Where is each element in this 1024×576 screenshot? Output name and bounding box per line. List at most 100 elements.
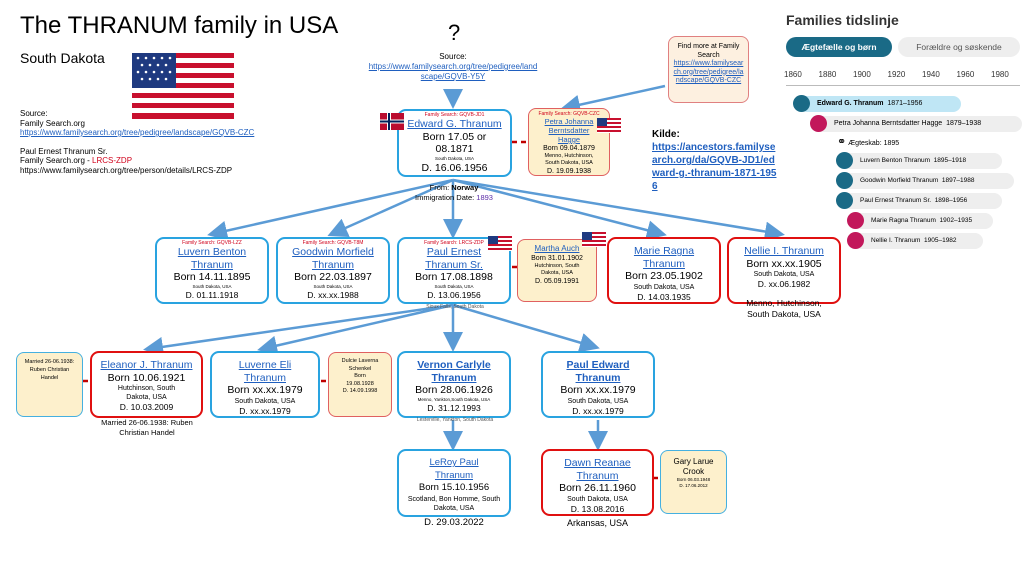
timeline-year-tick: 1920 bbox=[887, 70, 906, 79]
question-mark: ? bbox=[448, 20, 461, 45]
person-card-luvern[interactable]: Family Search: GQVB-LZZ Luvern Benton Th… bbox=[155, 237, 269, 304]
male-avatar-icon bbox=[836, 172, 853, 189]
person-place: South Dakota, USA bbox=[434, 283, 474, 289]
person-died: D. 13.06.1956 bbox=[427, 289, 481, 300]
source-left-fs-code[interactable]: LRCS-ZDP bbox=[92, 156, 133, 165]
timeline-name: Luvern Benton Thranum bbox=[860, 157, 930, 164]
find-more-link[interactable]: https://www.familysearch.org/tree/pedigr… bbox=[673, 60, 744, 84]
person-born: Born 10.06.1921 bbox=[107, 371, 186, 384]
person-place: South Dakota, USA bbox=[753, 271, 815, 278]
source-center: Source: https://www.familysearch.org/tre… bbox=[368, 52, 538, 82]
find-more-box: Find more at Family Search https://www.f… bbox=[668, 36, 749, 103]
person-place: Hutchinson, South Dakota, USA bbox=[117, 385, 176, 401]
timeline-year-tick: 1940 bbox=[922, 70, 940, 79]
person-card-paul-edward[interactable]: Paul Edward Thranum Born xx.xx.1979 Sout… bbox=[541, 351, 655, 418]
source-left-fs: Family Search.org - LRCS-ZDP bbox=[20, 156, 133, 165]
timeline-year-tick: 1960 bbox=[956, 70, 975, 79]
person-died: D. 31.12.1993 bbox=[427, 402, 481, 413]
person-died: D. 10.03.2009 bbox=[119, 402, 174, 412]
timeline-row-edward[interactable]: Edward G. Thranum 1871–1956 bbox=[793, 95, 961, 112]
dawn-death-place: Arkansas, USA bbox=[566, 518, 629, 528]
person-name[interactable]: Luverne Eli Thranum bbox=[238, 359, 292, 384]
person-name[interactable]: Nellie I. Thranum bbox=[744, 245, 824, 257]
person-name[interactable]: Luvern Benton Thranum bbox=[177, 246, 247, 271]
person-born: Born xx.xx.1905 bbox=[746, 257, 822, 270]
timeline-years: 1897–1988 bbox=[941, 177, 975, 184]
person-name[interactable]: Paul Edward Thranum bbox=[566, 359, 630, 384]
timeline-years: 1895–1918 bbox=[933, 157, 967, 164]
timeline-row-child[interactable]: Nellie I. Thranum 1905–1982 bbox=[847, 232, 983, 249]
person-born: Born 19.08.1928 bbox=[346, 373, 374, 387]
timeline-row-child[interactable]: Luvern Benton Thranum 1895–1918 bbox=[836, 152, 1002, 169]
person-name[interactable]: LeRoy Paul Thranum bbox=[429, 457, 479, 481]
married-note-text: Married 26-06.1938: Ruben Christian Hand… bbox=[24, 359, 75, 381]
person-name[interactable]: Marie Ragna Thranum bbox=[633, 245, 695, 270]
person-card-dawn[interactable]: Dawn Reanae Thranum Born 26.11.1960 Sout… bbox=[541, 449, 654, 516]
timeline-years: 1879–1938 bbox=[946, 120, 982, 127]
timeline-row-child[interactable]: Marie Ragna Thranum 1902–1935 bbox=[847, 212, 993, 229]
us-flag-icon bbox=[597, 118, 621, 133]
person-card-vernon[interactable]: Vernon Carlyle Thranum Born 28.06.1926 M… bbox=[397, 351, 511, 418]
person-name[interactable]: Martha Auch bbox=[534, 244, 580, 253]
person-name[interactable]: Eleanor J. Thranum bbox=[100, 359, 193, 371]
source-left-url: https://www.familysearch.org/tree/person… bbox=[20, 165, 233, 175]
kilde-block: Kilde: https://ancestors.familysearch.or… bbox=[652, 128, 780, 193]
person-card-martha[interactable]: Martha Auch Born 31.01.1902 Hutchinson, … bbox=[517, 239, 597, 302]
timeline-name: Edward G. Thranum bbox=[817, 100, 884, 107]
female-avatar-icon bbox=[847, 212, 864, 229]
kilde-link[interactable]: https://ancestors.familysearch.org/da/GQ… bbox=[652, 142, 777, 192]
person-name[interactable]: Vernon Carlyle Thranum bbox=[417, 359, 491, 384]
person-name[interactable]: Dawn Reanae Thranum bbox=[564, 457, 631, 482]
timeline-name: Paul Ernest Thranum Sr. bbox=[860, 197, 932, 204]
person-name[interactable]: Goodwin Morfield Thranum bbox=[292, 246, 374, 271]
person-place: Menno, Hutchinson, South Dakota, USA bbox=[544, 153, 594, 166]
person-born: Born 15.10.1956 bbox=[418, 482, 490, 493]
person-born: Born xx.xx.1979 bbox=[560, 384, 636, 396]
person-card-nellie[interactable]: Nellie I. Thranum Born xx.xx.1905 South … bbox=[727, 237, 841, 304]
us-flag-icon bbox=[488, 236, 512, 251]
person-place: South Dakota, USA bbox=[192, 283, 232, 289]
timeline-row-child[interactable]: Paul Ernest Thranum Sr. 1898–1956 bbox=[836, 192, 1002, 209]
spouse-note-ruben: Married 26-06.1938: Ruben Christian Hand… bbox=[16, 352, 83, 417]
person-card-dulcie[interactable]: Dulcie Laverna Schenkel Born 19.08.1928 … bbox=[328, 352, 392, 417]
person-died: D. xx.xx.1979 bbox=[572, 405, 624, 416]
timeline-year-tick: 1860 bbox=[784, 70, 802, 79]
fs-id[interactable]: Family Search: LRCS-ZDP bbox=[424, 240, 484, 246]
fs-id[interactable]: Family Search: GQVB-CZC bbox=[538, 111, 600, 117]
person-place: South Dakota, USA bbox=[434, 155, 475, 161]
person-died: D. 16.06.1956 bbox=[421, 161, 488, 174]
person-card-edward[interactable]: Family Search: GQVB-JD1 Edward G. Thranu… bbox=[397, 109, 512, 177]
fs-id[interactable]: Family Search: GQVB-T8M bbox=[302, 240, 364, 246]
tab-parents-siblings[interactable]: Forældre og søskende bbox=[898, 37, 1020, 57]
person-card-leroy[interactable]: LeRoy Paul Thranum Born 15.10.1956 Scotl… bbox=[397, 449, 511, 517]
timeline-row-petra[interactable]: Petra Johanna Berntsdatter Hagge 1879–19… bbox=[810, 115, 1022, 132]
person-name[interactable]: Petra Johanna Berntsdatter Hagge bbox=[544, 117, 594, 144]
person-card-petra[interactable]: Family Search: GQVB-CZC Petra Johanna Be… bbox=[528, 108, 610, 176]
person-card-marie[interactable]: Marie Ragna Thranum Born 23.05.1902 Sout… bbox=[607, 237, 721, 304]
person-card-eleanor[interactable]: Eleanor J. Thranum Born 10.06.1921 Hutch… bbox=[90, 351, 203, 418]
person-place: Scotland, Bon Homme, South Dakota, USA bbox=[407, 495, 501, 512]
source-left-link[interactable]: https://www.familysearch.org/tree/pedigr… bbox=[20, 128, 255, 137]
person-card-goodwin[interactable]: Family Search: GQVB-T8M Goodwin Morfield… bbox=[276, 237, 390, 304]
person-born: Born 17.05 or 08.1871 bbox=[422, 130, 487, 156]
source-center-label: Source: bbox=[439, 52, 467, 61]
male-avatar-icon bbox=[836, 152, 853, 169]
person-died: D. 17.06.2012 bbox=[679, 483, 708, 488]
timeline-row-child[interactable]: Goodwin Morfield Thranum 1897–1988 bbox=[836, 172, 1014, 189]
person-died: D. 14.09.1998 bbox=[342, 388, 378, 394]
person-name[interactable]: Gary Larue Crook bbox=[673, 457, 714, 476]
fs-id[interactable]: Family Search: GQVB-LZZ bbox=[182, 240, 242, 246]
person-card-luverne[interactable]: Luverne Eli Thranum Born xx.xx.1979 Sout… bbox=[210, 351, 320, 418]
person-name[interactable]: Paul Ernest Thranum Sr. bbox=[425, 246, 483, 271]
fs-id[interactable]: Family Search: GQVB-JD1 bbox=[424, 112, 485, 118]
person-name[interactable]: Dulcie Laverna Schenkel bbox=[341, 358, 379, 372]
timeline-years: 1905–1982 bbox=[924, 237, 957, 244]
person-name[interactable]: Edward G. Thranum bbox=[407, 118, 502, 130]
person-card-gary[interactable]: Gary Larue Crook Born 06.03.1948 D. 17.0… bbox=[660, 450, 727, 514]
person-born: Born 28.06.1926 bbox=[415, 384, 493, 396]
person-died: D. xx.06.1982 bbox=[757, 279, 811, 289]
source-left-label: Source: bbox=[20, 109, 48, 118]
source-center-link[interactable]: https://www.familysearch.org/tree/pedigr… bbox=[368, 62, 538, 81]
tab-spouse-children[interactable]: Ægtefælle og børn bbox=[786, 37, 892, 57]
us-flag-image bbox=[132, 53, 234, 119]
